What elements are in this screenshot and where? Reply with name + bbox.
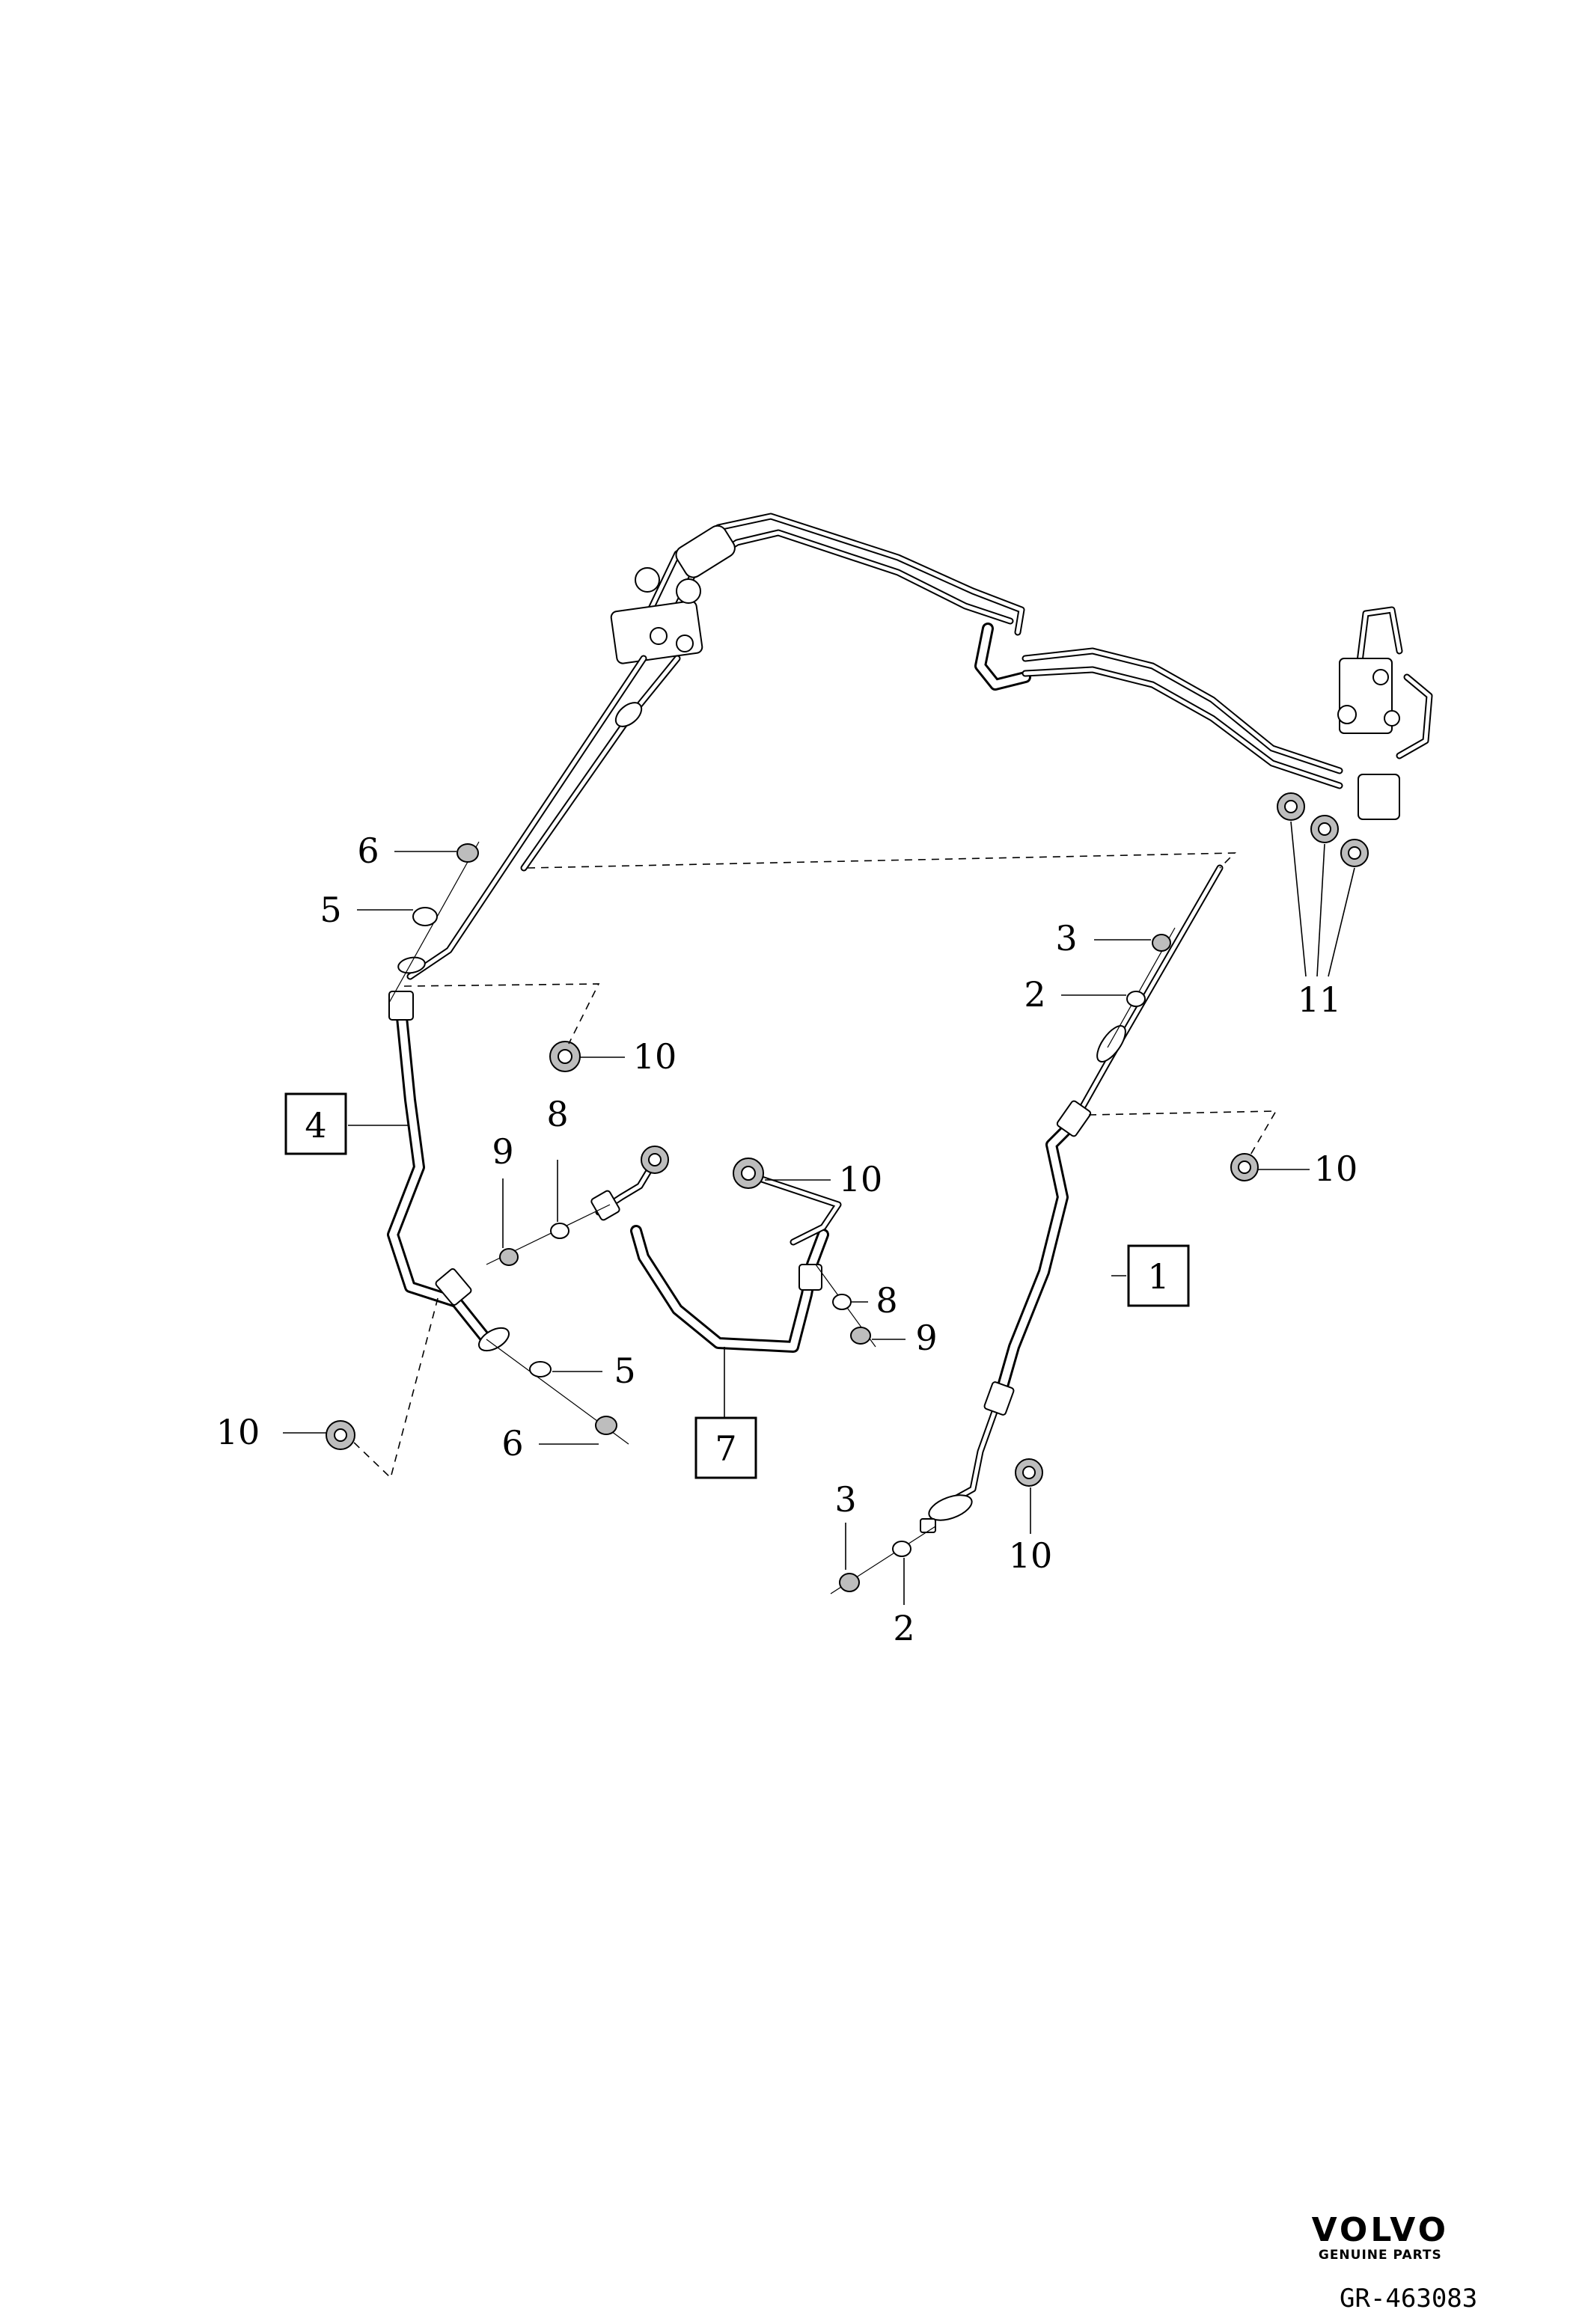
gasket-9 [499, 1248, 519, 1266]
small-parts [326, 792, 1369, 1594]
brand-name: VOLVO [1311, 2211, 1449, 2249]
callout-6: 6 [501, 1423, 523, 1464]
callout-6: 6 [357, 831, 379, 871]
callout-box-4 [284, 1092, 347, 1155]
callout-8: 8 [876, 1280, 897, 1321]
gasket-9 [850, 1327, 871, 1345]
leader-lines [283, 821, 1355, 1605]
callout-2: 2 [893, 1608, 914, 1648]
assembly-lines [351, 852, 1277, 1479]
callout-10: 10 [839, 1159, 883, 1199]
flange-fitting [928, 1494, 973, 1521]
callout-7: 7 [715, 1428, 736, 1469]
callout-5: 5 [320, 890, 341, 930]
callout-10: 10 [633, 1036, 677, 1077]
hose-1 [920, 864, 1224, 1533]
o-ring-8 [550, 1223, 569, 1239]
o-ring-8 [832, 1294, 852, 1310]
callout-10: 10 [1009, 1535, 1053, 1576]
volvo-logo: VOLVO GENUINE PARTS [1312, 2211, 1449, 2263]
callout-3: 3 [1055, 918, 1077, 958]
flange-fitting [478, 1327, 510, 1352]
gasket-6 [595, 1416, 617, 1435]
o-ring-5 [529, 1361, 552, 1377]
callout-1: 1 [1147, 1256, 1169, 1297]
expansion-valve [1337, 606, 1433, 820]
o-ring-5 [412, 907, 438, 926]
callout-9: 9 [915, 1318, 937, 1358]
reference-code: GR-463083 [1340, 2284, 1478, 2314]
gasket-3 [839, 1573, 860, 1592]
o-ring-2 [1126, 991, 1146, 1007]
callout-11: 11 [1298, 979, 1342, 1020]
valve-cap [676, 578, 701, 604]
hose-4 [387, 956, 510, 1352]
sleeve-component [675, 525, 736, 578]
callout-5: 5 [614, 1351, 635, 1391]
callout-2: 2 [1024, 974, 1045, 1015]
callout-box-1 [1127, 1244, 1190, 1307]
hose-7 [590, 1163, 842, 1353]
crimp-ferrule [388, 991, 414, 1021]
callout-10: 10 [1314, 1149, 1358, 1189]
callout-10: 10 [216, 1412, 260, 1452]
callout-box-7 [694, 1416, 757, 1479]
callout-8: 8 [546, 1094, 568, 1134]
upper-pipe-assembly [406, 513, 1433, 980]
gasket-6 [456, 843, 479, 863]
crimp-ferrule [1056, 1100, 1092, 1137]
o-ring-2 [892, 1541, 911, 1557]
callout-3: 3 [834, 1479, 856, 1520]
callout-4: 4 [305, 1105, 326, 1146]
valve-cap [635, 567, 660, 593]
brand-tagline: GENUINE PARTS [1318, 2248, 1442, 2263]
gasket-3 [1152, 934, 1171, 952]
callout-9: 9 [492, 1131, 513, 1172]
